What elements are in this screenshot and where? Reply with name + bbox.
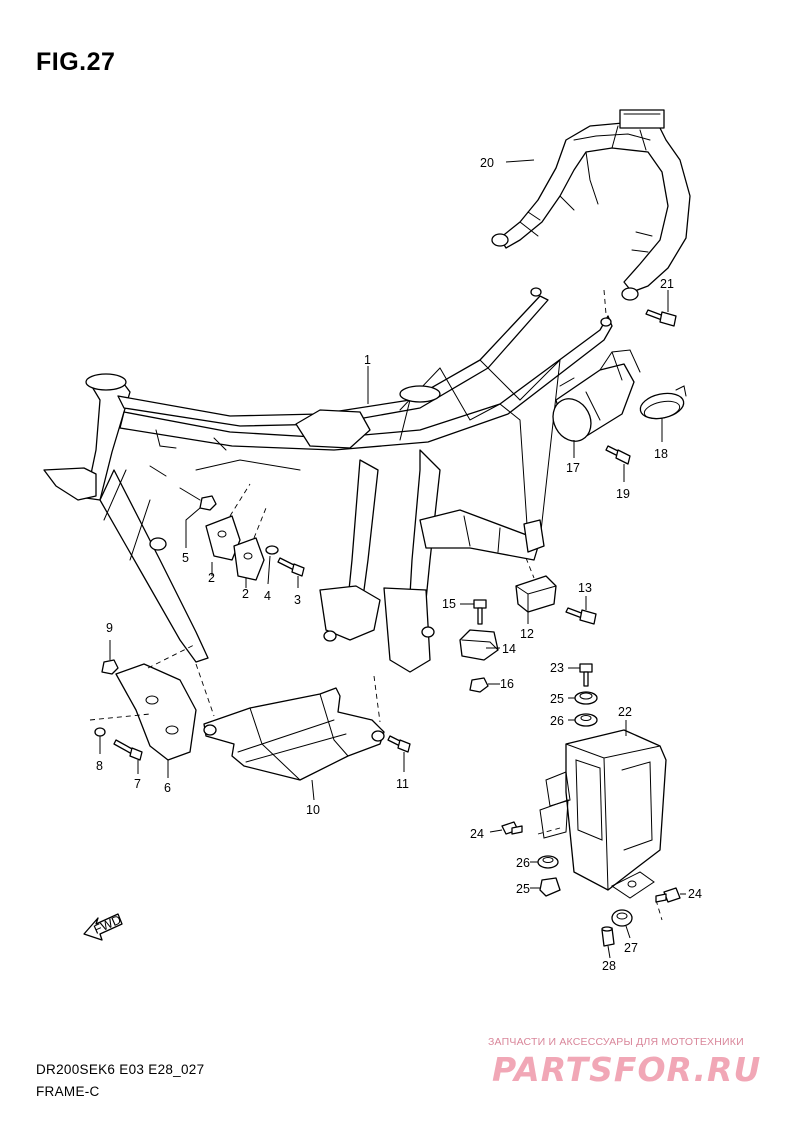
callout-22: 22	[618, 705, 632, 719]
callout-18: 18	[654, 447, 668, 461]
clamp-part-18	[639, 385, 687, 420]
bracket-plate-part-6	[89, 643, 197, 761]
leader-4	[267, 555, 271, 585]
callout-25a: 25	[550, 692, 564, 706]
callout-10: 10	[306, 803, 320, 817]
leader-10	[311, 779, 315, 801]
callout-11: 11	[396, 777, 409, 791]
cushion-part-26a	[574, 713, 598, 727]
nut-part-9	[101, 659, 119, 675]
cushion-part-12	[515, 557, 557, 613]
callout-13: 13	[578, 581, 592, 595]
grommet-part-25a	[574, 691, 598, 705]
engine-guard-part-10	[195, 663, 385, 781]
main-frame-part-1	[43, 287, 613, 673]
solenoid-part-17	[552, 349, 641, 442]
model-code: DR200SEK6 E03 E28_027	[36, 1062, 205, 1077]
washer-part-8	[94, 727, 106, 737]
figure-title: FIG.27	[36, 48, 116, 76]
bolt-part-15	[473, 599, 487, 625]
leader-24a	[489, 829, 503, 833]
callout-5: 5	[182, 551, 189, 565]
bolt-part-13	[565, 607, 597, 625]
watermark-tagline: ЗАПЧАСТИ И АКСЕССУАРЫ ДЛЯ МОТОТЕХНИКИ	[488, 1036, 744, 1048]
callout-14: 14	[502, 642, 516, 656]
leader-5	[185, 507, 201, 548]
bolt-part-24a	[501, 821, 523, 835]
callout-4: 4	[264, 589, 271, 603]
callout-24b: 24	[688, 887, 702, 901]
callout-17: 17	[566, 461, 580, 475]
callout-labels: 1 2 2 3 4 5 6 7 8 9 10 11 12 13 14 15 16…	[96, 156, 702, 973]
callout-6: 6	[164, 781, 171, 795]
bolt-part-24b	[655, 887, 681, 903]
screw-part-19	[605, 445, 631, 465]
callout-3: 3	[294, 593, 301, 607]
bolt-part-3	[277, 557, 305, 577]
grommet-part-25b	[539, 877, 561, 897]
cushion-part-26b	[537, 855, 559, 869]
bolt-part-21	[603, 289, 677, 327]
grommet-part-27	[611, 909, 633, 927]
callout-2a: 2	[208, 571, 215, 585]
bolt-part-11	[387, 735, 411, 753]
callout-28: 28	[602, 959, 616, 973]
nut-part-5	[199, 495, 217, 511]
callout-27: 27	[624, 941, 638, 955]
callout-12: 12	[520, 627, 534, 641]
callout-2b: 2	[242, 587, 249, 601]
callout-9: 9	[106, 621, 113, 635]
callout-8: 8	[96, 759, 103, 773]
collar-part-28	[601, 926, 615, 947]
watermark-logo: PARTSFOR.RU	[492, 1050, 762, 1089]
rubber-part-14	[459, 629, 499, 661]
callout-15: 15	[442, 597, 456, 611]
leader-27	[625, 925, 631, 939]
callout-26b: 26	[516, 856, 530, 870]
callout-19: 19	[616, 487, 630, 501]
battery-box-part-22	[537, 729, 667, 921]
callout-23: 23	[550, 661, 564, 675]
callout-1: 1	[364, 353, 371, 367]
rear-carrier-part-20	[491, 109, 691, 301]
callout-21: 21	[660, 277, 674, 291]
bolt-part-7	[113, 739, 143, 761]
fwd-arrow-icon: FWD	[83, 912, 124, 941]
callout-25b: 25	[516, 882, 530, 896]
figure-name: FRAME-C	[36, 1084, 100, 1099]
callout-7: 7	[134, 777, 141, 791]
washer-part-4	[265, 545, 279, 555]
fwd-label: FWD	[92, 912, 124, 936]
leader-20	[505, 159, 535, 163]
callout-24a: 24	[470, 827, 484, 841]
leader-28	[607, 945, 611, 959]
callout-20: 20	[480, 156, 494, 170]
nut-part-16	[469, 677, 489, 693]
bolt-part-23	[579, 663, 593, 687]
callout-16: 16	[500, 677, 514, 691]
bracket-part-2	[205, 483, 267, 581]
callout-26a: 26	[550, 714, 564, 728]
